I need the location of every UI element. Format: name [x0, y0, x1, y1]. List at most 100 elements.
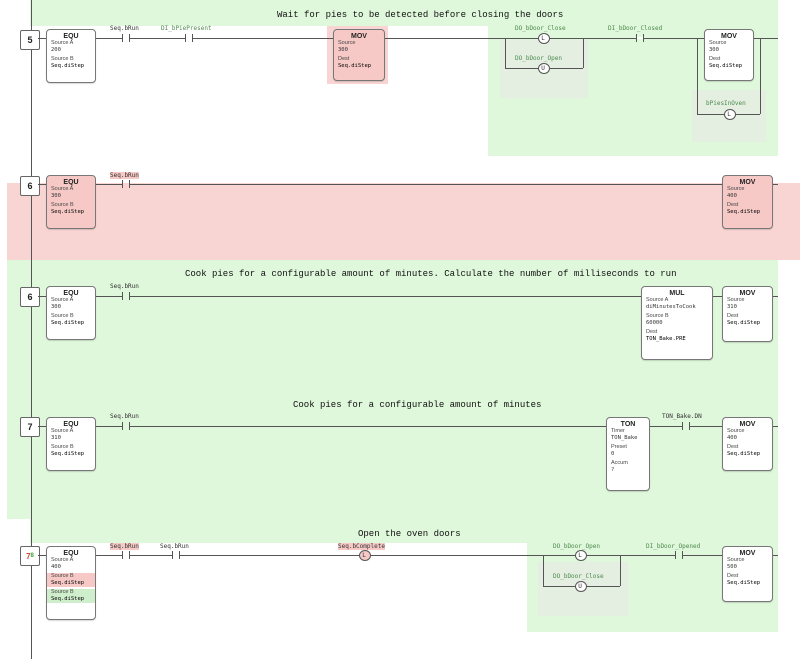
source-a-value[interactable]: 310	[51, 435, 61, 441]
contact-tag[interactable]: Seq.bRun	[110, 543, 139, 550]
accum-value[interactable]: ?	[611, 467, 615, 473]
mov-block[interactable]: MOV Source 500 Dest Seq.diStep	[722, 546, 773, 602]
branch-wire	[505, 38, 506, 68]
block-title: MOV	[739, 550, 756, 557]
xic-contact[interactable]	[120, 180, 132, 188]
source-b-label: Source B	[51, 202, 74, 208]
contact-tag[interactable]: DI_bDoor_Opened	[646, 543, 701, 550]
mov-block[interactable]: MOV Source 400 Dest Seq.diStep	[722, 417, 773, 471]
xic-contact[interactable]	[120, 292, 132, 300]
latch-coil[interactable]: L	[722, 109, 736, 120]
latch-coil[interactable]: L	[573, 550, 587, 561]
rung-wire	[38, 38, 778, 39]
xic-contact[interactable]	[170, 551, 182, 559]
source-b-value[interactable]: Seq.diStep	[51, 580, 85, 586]
dest-value[interactable]: Seq.diStep	[338, 63, 372, 69]
latch-coil[interactable]: L	[536, 33, 550, 44]
unlatch-coil[interactable]: U	[536, 63, 550, 74]
source-b-value[interactable]: Seq.diStep	[51, 63, 85, 69]
contact-tag[interactable]: DI_bPiePresent	[161, 25, 212, 32]
dest-value[interactable]: Seq.diStep	[727, 320, 761, 326]
mov-block[interactable]: MOV Source 310 Dest Seq.diStep	[722, 286, 773, 342]
source-b-label: Source B	[51, 313, 74, 319]
source-value[interactable]: 300	[338, 47, 348, 53]
equ-block[interactable]: EQU Source A 310 Source B Seq.diStep	[46, 417, 96, 471]
source-b-value[interactable]: Seq.diStep	[51, 451, 85, 457]
mov-block[interactable]: MOV Source 400 Dest Seq.diStep	[722, 175, 773, 229]
source-a-label: Source A	[51, 428, 74, 434]
dest-value[interactable]: TON_Bake.PRE	[646, 336, 686, 342]
contact-tag[interactable]: Seq.bRun	[110, 283, 139, 290]
source-value[interactable]: 500	[727, 564, 737, 570]
latch-coil[interactable]: L	[357, 550, 371, 561]
block-title: EQU	[63, 179, 79, 186]
left-power-rail	[31, 0, 32, 659]
source-value[interactable]: 400	[727, 193, 737, 199]
source-value[interactable]: 300	[709, 47, 719, 53]
xic-contact[interactable]	[673, 551, 685, 559]
rung-number[interactable]: 5	[20, 30, 40, 50]
block-title: MOV	[739, 421, 756, 428]
rung-number[interactable]: 7	[20, 417, 40, 437]
xic-contact[interactable]	[120, 422, 132, 430]
contact-tag[interactable]: DI_bDoor_Closed	[608, 25, 663, 32]
source-a-value[interactable]: 200	[51, 47, 61, 53]
source-a-value[interactable]: diMinutesToCook	[646, 304, 696, 310]
coil-letter: U	[541, 64, 545, 72]
xic-contact[interactable]	[634, 34, 646, 42]
coil-tag[interactable]: DO_bDoor_Close	[515, 25, 566, 32]
mov-block[interactable]: MOV Source 300 Dest Seq.diStep	[333, 29, 385, 81]
rung-number[interactable]: 6	[20, 176, 40, 196]
contact-tag[interactable]: Seq.bRun	[110, 413, 139, 420]
dest-value[interactable]: Seq.diStep	[727, 580, 761, 586]
contact-tag[interactable]: Seq.bRun	[160, 543, 189, 550]
source-b-value[interactable]: Seq.diStep	[51, 596, 85, 602]
source-b-value[interactable]: Seq.diStep	[51, 320, 85, 326]
source-value[interactable]: 310	[727, 304, 737, 310]
coil-tag[interactable]: DO_bDoor_Open	[553, 543, 600, 550]
source-value[interactable]: 400	[727, 435, 737, 441]
source-a-value[interactable]: 400	[51, 564, 61, 570]
equ-block[interactable]: EQU Source A 200 Source B Seq.diStep	[46, 29, 96, 83]
rung-comment: Cook pies for a configurable amount of m…	[185, 269, 677, 279]
xic-contact[interactable]	[680, 422, 692, 430]
rung-number[interactable]: 6	[20, 287, 40, 307]
mul-block[interactable]: MUL Source A diMinutesToCook Source B 60…	[641, 286, 713, 360]
source-b-value[interactable]: 60000	[646, 320, 663, 326]
rung-number-new: 8	[30, 553, 34, 559]
mov-block[interactable]: MOV Source 300 Dest Seq.diStep	[704, 29, 754, 81]
coil-tag[interactable]: DO_bDoor_Close	[553, 573, 604, 580]
dest-value[interactable]: Seq.diStep	[709, 63, 743, 69]
equ-block[interactable]: EQU Source A 400 Source B Seq.diStep Sou…	[46, 546, 96, 620]
equ-block[interactable]: EQU Source A 300 Source B Seq.diStep	[46, 175, 96, 229]
block-title: MOV	[739, 290, 756, 297]
contact-tag[interactable]: Seq.bRun	[110, 172, 139, 179]
rung-comment: Wait for pies to be detected before clos…	[277, 10, 564, 20]
contact-tag[interactable]: TON_Bake.DN	[662, 413, 702, 420]
contact-tag[interactable]: Seq.bRun	[110, 25, 139, 32]
equ-block[interactable]: EQU Source A 300 Source B Seq.diStep	[46, 286, 96, 340]
coil-tag[interactable]: Seq.bComplete	[338, 543, 385, 550]
timer-value[interactable]: TON_Bake	[611, 435, 638, 441]
source-b-value[interactable]: Seq.diStep	[51, 209, 85, 215]
source-label: Source	[709, 40, 727, 46]
dest-label: Dest	[727, 444, 739, 450]
xic-contact[interactable]	[120, 34, 132, 42]
source-label: Source	[727, 297, 745, 303]
dest-label: Dest	[727, 313, 739, 319]
preset-value[interactable]: 0	[611, 451, 615, 457]
xic-contact[interactable]	[183, 34, 195, 42]
block-title: EQU	[63, 421, 79, 428]
coil-tag[interactable]: DO_bDoor_Open	[515, 55, 562, 62]
dest-value[interactable]: Seq.diStep	[727, 209, 761, 215]
block-title: MOV	[739, 179, 756, 186]
ton-block[interactable]: TON Timer TON_Bake Preset 0 Accum ?	[606, 417, 650, 491]
dest-value[interactable]: Seq.diStep	[727, 451, 761, 457]
source-a-value[interactable]: 300	[51, 304, 61, 310]
block-title: EQU	[63, 33, 79, 40]
xic-contact[interactable]	[120, 551, 132, 559]
source-a-value[interactable]: 300	[51, 193, 61, 199]
coil-tag[interactable]: bPiesInOven	[706, 100, 746, 107]
unlatch-coil[interactable]: U	[573, 581, 587, 592]
